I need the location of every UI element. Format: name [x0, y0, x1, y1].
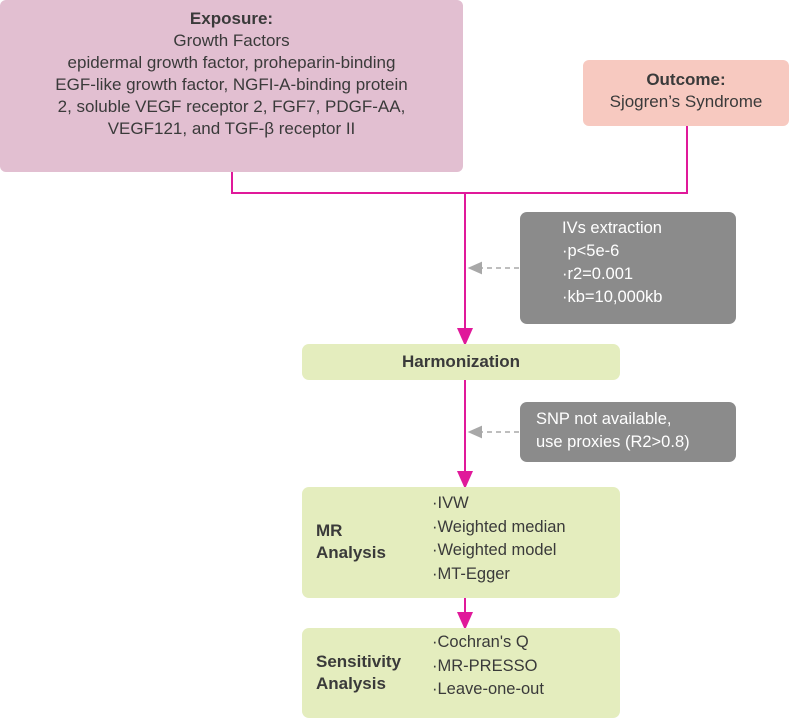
sensitivity-analysis-label: Sensitivity Analysis	[316, 651, 401, 695]
ivs-item: ·r2=0.001	[562, 265, 634, 283]
sensitivity-method-item: ·Leave-one-out	[432, 680, 544, 698]
exposure-line: Growth Factors	[173, 31, 290, 50]
harmonization-box: Harmonization	[302, 344, 620, 380]
exposure-box: Exposure: Growth Factors epidermal growt…	[0, 0, 463, 172]
exposure-title: Exposure:	[189, 9, 274, 28]
exposure-line: epidermal growth factor, proheparin-bind…	[67, 53, 396, 72]
ivs-title: IVs extraction	[562, 219, 662, 237]
ivs-item: ·p<5e-6	[562, 242, 620, 260]
mr-label-line: Analysis	[316, 543, 386, 562]
harmonization-label: Harmonization	[401, 352, 521, 371]
sensitivity-label-line: Analysis	[316, 674, 386, 693]
mr-analysis-label: MR Analysis	[316, 520, 386, 564]
sensitivity-label-line: Sensitivity	[316, 652, 402, 671]
mr-label-line: MR	[316, 521, 343, 540]
mr-method-list: ·IVW ·Weighted median ·Weighted model ·M…	[432, 492, 566, 586]
exposure-line: 2, soluble VEGF receptor 2, FGF7, PDGF-A…	[57, 97, 406, 116]
outcome-title: Outcome:	[646, 70, 726, 89]
join-connector	[231, 126, 688, 194]
exposure-line: EGF-like growth factor, NGFI-A-binding p…	[55, 75, 408, 94]
mr-analysis-box: MR Analysis ·IVW ·Weighted median ·Weigh…	[302, 487, 620, 598]
sensitivity-method-list: ·Cochran's Q ·MR-PRESSO ·Leave-one-out	[432, 631, 544, 702]
sensitivity-method-item: ·MR-PRESSO	[432, 656, 538, 675]
sensitivity-method-item: ·Cochran's Q	[432, 633, 529, 651]
snp-proxy-box: SNP not available, use proxies (R2>0.8)	[520, 402, 736, 462]
sensitivity-analysis-box: Sensitivity Analysis ·Cochran's Q ·MR-PR…	[302, 628, 620, 718]
outcome-text: Sjogren’s Syndrome	[609, 92, 763, 111]
snp-line: use proxies (R2>0.8)	[536, 433, 690, 451]
mr-method-item: ·MT-Egger	[432, 564, 510, 583]
mr-method-item: ·IVW	[432, 494, 469, 512]
ivs-extraction-box: IVs extraction ·p<5e-6 ·r2=0.001 ·kb=10,…	[520, 212, 736, 324]
ivs-item: ·kb=10,000kb	[562, 288, 663, 306]
exposure-line: VEGF121, and TGF-β receptor II	[107, 119, 356, 138]
mr-method-item: ·Weighted model	[432, 541, 557, 559]
mr-method-item: ·Weighted median	[432, 517, 566, 536]
snp-line: SNP not available,	[536, 410, 672, 428]
outcome-box: Outcome: Sjogren’s Syndrome	[583, 60, 789, 126]
